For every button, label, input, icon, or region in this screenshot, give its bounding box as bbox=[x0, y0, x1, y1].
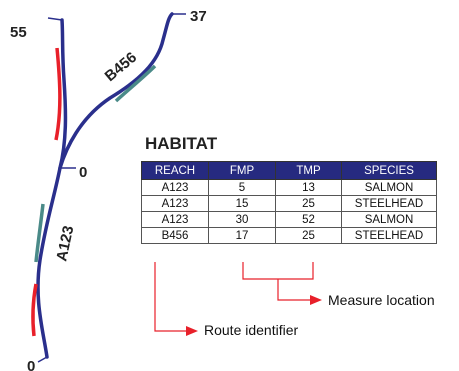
column-header-tmp: TMP bbox=[275, 161, 342, 180]
cell-species: SALMON bbox=[341, 179, 437, 196]
route-a123-line bbox=[36, 18, 68, 359]
table-header-row: REACH FMP TMP SPECIES bbox=[141, 161, 437, 180]
route-b456-line bbox=[58, 12, 174, 170]
segment-steelhead-b456 bbox=[114, 64, 157, 103]
cell-reach: A123 bbox=[141, 211, 209, 228]
table-row: A123 5 13 SALMON bbox=[141, 179, 437, 196]
cell-tmp: 52 bbox=[275, 211, 342, 228]
table-row: A123 15 25 STEELHEAD bbox=[141, 195, 437, 212]
callout-measure-arrowhead bbox=[310, 295, 322, 305]
cell-reach: B456 bbox=[141, 227, 209, 244]
cell-fmp: 15 bbox=[208, 195, 276, 212]
habitat-table-title: HABITAT bbox=[145, 134, 218, 153]
segment-steelhead-a123 bbox=[34, 203, 45, 263]
tick-bottom bbox=[37, 356, 48, 363]
segment-salmon-top bbox=[54, 47, 62, 141]
cell-species: STEELHEAD bbox=[341, 195, 437, 212]
table-row: B456 17 25 STEELHEAD bbox=[141, 227, 437, 244]
cell-fmp: 30 bbox=[208, 211, 276, 228]
table-row: A123 30 52 SALMON bbox=[141, 211, 437, 228]
callout-route-arrowhead bbox=[186, 326, 198, 336]
measure-label-top-left: 55 bbox=[10, 24, 27, 41]
cell-reach: A123 bbox=[141, 179, 209, 196]
cell-fmp: 17 bbox=[208, 227, 276, 244]
habitat-table: REACH FMP TMP SPECIES A123 5 13 SALMON A… bbox=[141, 161, 437, 244]
measure-label-junction: 0 bbox=[79, 164, 87, 181]
cell-tmp: 13 bbox=[275, 179, 342, 196]
callout-measure-bracket bbox=[242, 262, 314, 301]
cell-tmp: 25 bbox=[275, 195, 342, 212]
column-header-species: SPECIES bbox=[341, 161, 437, 180]
callout-route-identifier-label: Route identifier bbox=[204, 322, 299, 338]
callout-route-line bbox=[154, 262, 186, 332]
measure-label-top-right: 37 bbox=[190, 8, 207, 25]
cell-species: SALMON bbox=[341, 211, 437, 228]
column-header-reach: REACH bbox=[141, 161, 209, 180]
tick-top-left bbox=[47, 17, 63, 21]
column-header-fmp: FMP bbox=[208, 161, 276, 180]
segment-salmon-bottom bbox=[31, 283, 38, 337]
callout-measure-location-label: Measure location bbox=[328, 292, 435, 308]
cell-fmp: 5 bbox=[208, 179, 276, 196]
measure-label-bottom: 0 bbox=[27, 358, 35, 371]
cell-reach: A123 bbox=[141, 195, 209, 212]
cell-tmp: 25 bbox=[275, 227, 342, 244]
cell-species: STEELHEAD bbox=[341, 227, 437, 244]
route-label-a123: A123 bbox=[53, 224, 77, 263]
